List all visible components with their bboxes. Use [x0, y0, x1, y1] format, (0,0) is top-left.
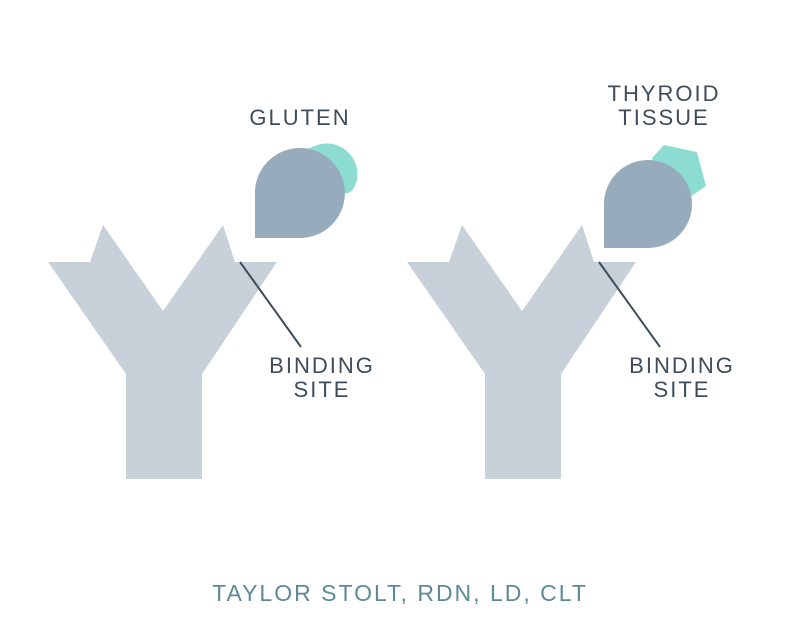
right-bound-molecule — [604, 145, 706, 248]
right-binding-site-pointer — [598, 261, 661, 348]
thyroid-tissue-label: THYROID TISSUE — [607, 81, 721, 130]
right-antibody-shape — [407, 225, 636, 479]
gluten-label: GLUTEN — [249, 105, 351, 130]
left-binding-site-pointer — [239, 261, 302, 348]
author-credit: TAYLOR STOLT, RDN, LD, CLT — [212, 580, 588, 606]
left-antibody-molecule-shape — [255, 148, 345, 238]
left-antibody-shape — [48, 225, 277, 479]
left-bound-molecule — [255, 143, 358, 238]
right-antibody-molecule-shape — [604, 160, 692, 248]
thyroid-tissue-antigen-shape — [652, 145, 706, 197]
right-binding-site-label: BINDING SITE — [629, 353, 735, 402]
left-binding-site-label: BINDING SITE — [269, 353, 375, 402]
